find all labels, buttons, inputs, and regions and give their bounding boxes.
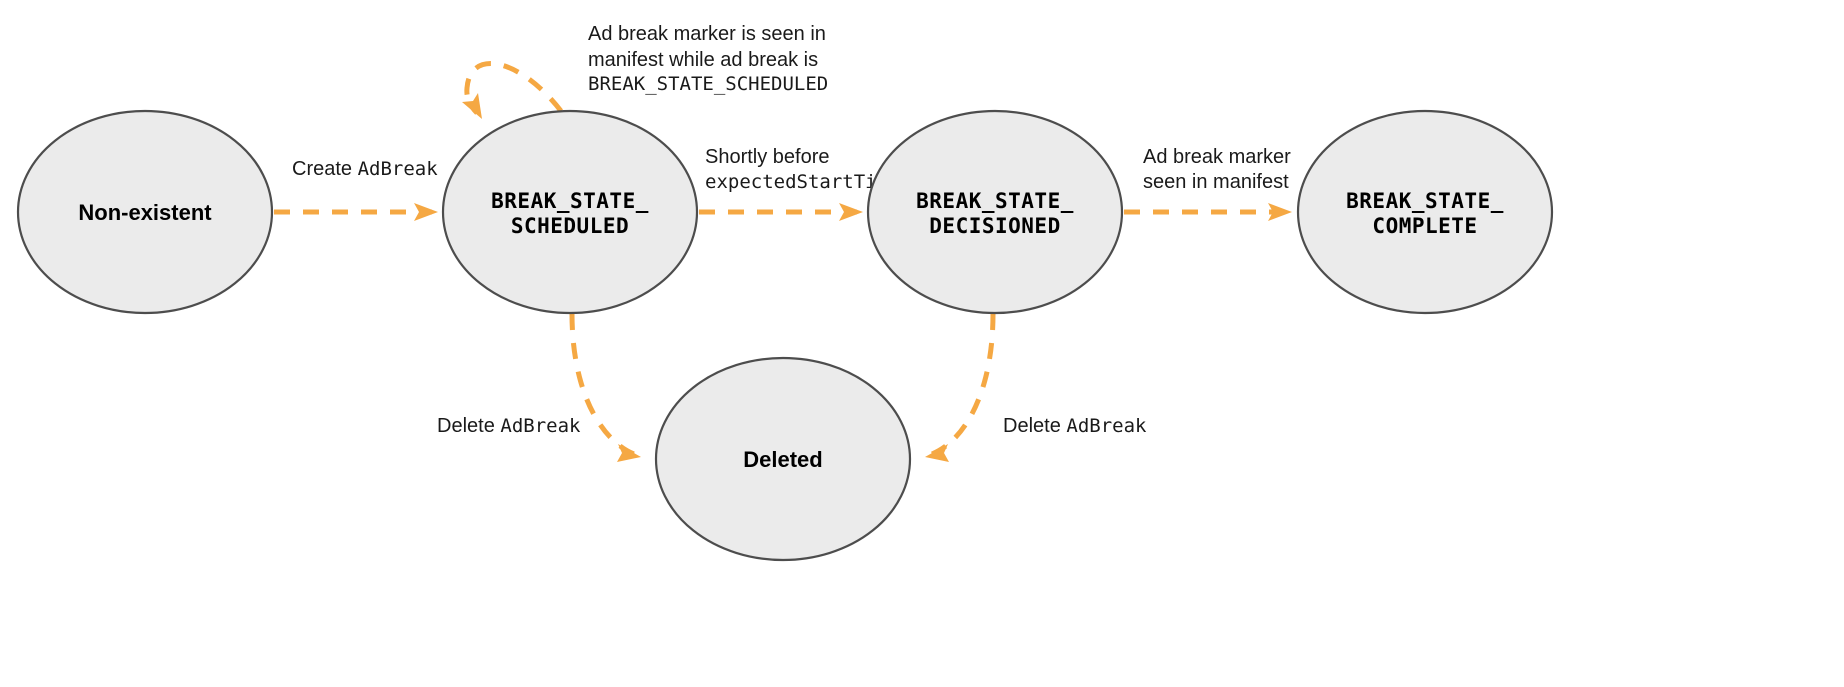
node-break-state-decisioned-label-line2: DECISIONED	[929, 214, 1060, 238]
edge-scheduled-self-loop-arrowhead	[462, 93, 482, 119]
edge-scheduled-to-deleted-label-mono: AdBreak	[500, 415, 581, 437]
edge-scheduled-to-decisioned-arrowhead	[839, 203, 863, 221]
annotation-self-loop-line3: BREAK_STATE_SCHEDULED	[588, 73, 828, 95]
node-non-existent-label: Non-existent	[78, 200, 212, 225]
edge-scheduled-to-deleted-arrowhead	[617, 444, 641, 462]
edge-decisioned-to-deleted: Delete AdBreak	[925, 313, 1147, 462]
edge-decisioned-to-complete: Ad break marker seen in manifest	[1124, 146, 1292, 221]
edge-decisioned-to-deleted-line	[930, 313, 996, 457]
node-break-state-scheduled[interactable]: BREAK_STATE_ SCHEDULED	[441, 109, 699, 315]
node-deleted-shape[interactable]	[654, 356, 912, 562]
node-deleted[interactable]: Deleted	[654, 356, 912, 562]
node-break-state-scheduled-shape[interactable]	[441, 109, 699, 315]
edge-scheduled-to-deleted: Delete AdBreak	[437, 313, 641, 462]
edge-scheduled-to-decisioned-label-mono: expectedStartTime	[705, 171, 899, 193]
edge-scheduled-to-deleted-label-plain: Delete	[437, 415, 500, 437]
edge-create-adbreak: Create AdBreak	[274, 158, 438, 221]
edge-scheduled-to-deleted-line	[569, 313, 636, 457]
node-break-state-complete-label-line1: BREAK_STATE_	[1346, 189, 1504, 213]
edge-create-adbreak-label: Create AdBreak	[292, 158, 438, 180]
node-break-state-decisioned-shape[interactable]	[866, 109, 1124, 315]
node-non-existent[interactable]: Non-existent	[16, 109, 274, 315]
edge-create-adbreak-label-plain: Create	[292, 158, 358, 180]
edge-decisioned-to-complete-label-line1: Ad break marker	[1143, 146, 1291, 168]
node-non-existent-shape[interactable]	[16, 109, 274, 315]
node-break-state-decisioned-label-line1: BREAK_STATE_	[916, 189, 1074, 213]
edge-scheduled-self-loop: Ad break marker is seen in manifest whil…	[462, 23, 828, 119]
node-break-state-complete-shape[interactable]	[1296, 109, 1554, 315]
edge-decisioned-to-deleted-label-mono: AdBreak	[1066, 415, 1147, 437]
edge-create-adbreak-label-mono: AdBreak	[358, 158, 439, 180]
edge-decisioned-to-deleted-label: Delete AdBreak	[1003, 415, 1147, 437]
node-break-state-scheduled-label-line2: SCHEDULED	[511, 214, 629, 238]
edge-scheduled-to-decisioned-label-plain: Shortly before	[705, 146, 830, 168]
edge-scheduled-to-decisioned: Shortly before expectedStartTime	[699, 146, 899, 221]
annotation-self-loop-line2: manifest while ad break is	[588, 49, 818, 71]
edge-decisioned-to-deleted-label-plain: Delete	[1003, 415, 1066, 437]
annotation-self-loop-line1: Ad break marker is seen in	[588, 23, 826, 45]
edge-decisioned-to-deleted-arrowhead	[925, 444, 949, 462]
node-break-state-scheduled-label-line1: BREAK_STATE_	[491, 189, 649, 213]
edge-create-adbreak-arrowhead	[414, 203, 438, 221]
edge-decisioned-to-complete-arrowhead	[1268, 203, 1292, 221]
node-break-state-complete[interactable]: BREAK_STATE_ COMPLETE	[1296, 109, 1554, 315]
node-break-state-complete-label-line2: COMPLETE	[1372, 214, 1477, 238]
edge-scheduled-self-loop-line	[464, 61, 563, 115]
edge-scheduled-to-deleted-label: Delete AdBreak	[437, 415, 581, 437]
edge-decisioned-to-complete-label-line2: seen in manifest	[1143, 171, 1289, 193]
node-deleted-label: Deleted	[743, 447, 822, 472]
node-break-state-decisioned[interactable]: BREAK_STATE_ DECISIONED	[866, 109, 1124, 315]
